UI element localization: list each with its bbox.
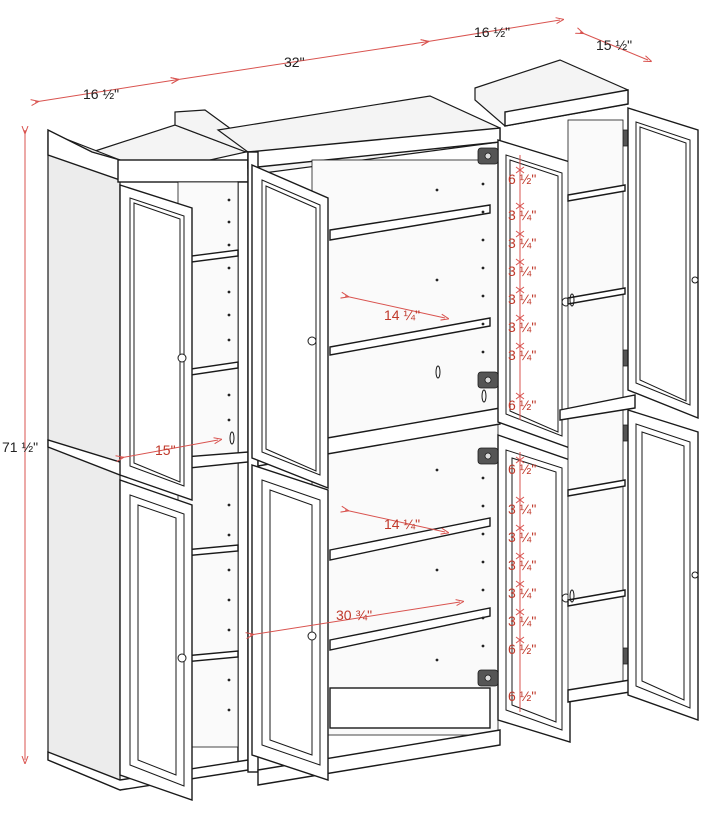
upper-spacing-tick xyxy=(515,314,525,322)
upper-spacing-tick xyxy=(515,230,525,238)
right-upper-glass-door xyxy=(627,107,699,420)
upper-spacing-label: 6 ½" xyxy=(508,171,536,187)
upper-spacing-label: 6 ½" xyxy=(508,397,536,413)
lower-spacing-tick xyxy=(515,580,525,588)
upper-spacing-tick xyxy=(515,202,525,210)
lower-spacing-markers: 6 ½" 3 ¼" 3 ¼" 3 ¼" 3 ¼" 3 ¼" 6 ½" 6 ½" xyxy=(508,452,536,712)
lower-spacing-tick xyxy=(515,524,525,532)
upper-spacing-tick xyxy=(515,342,525,350)
lower-spacing-label: 3 ¼" xyxy=(508,529,536,545)
lower-spacing-tick xyxy=(515,552,525,560)
upper-spacing-tick xyxy=(515,166,525,174)
left-lower-panel-door xyxy=(119,479,193,801)
top-width-center-label: 32" xyxy=(284,54,305,70)
lower-spacing-label: 3 ¼" xyxy=(508,585,536,601)
upper-spacing-label: 3 ¼" xyxy=(508,291,536,307)
lower-spacing-tick xyxy=(515,636,525,644)
upper-spacing-label: 3 ¼" xyxy=(508,263,536,279)
upper-spacing-label: 3 ¼" xyxy=(508,235,536,251)
center-right-glass-door xyxy=(497,139,571,449)
upper-spacing-tick xyxy=(515,392,525,400)
lower-spacing-tick xyxy=(515,456,525,464)
upper-spacing-label: 3 ¼" xyxy=(508,207,536,223)
top-depth-label: 15 ½" xyxy=(596,37,632,53)
lower-spacing-label: 6 ½" xyxy=(508,461,536,477)
lower-spacing-label: 3 ¼" xyxy=(508,501,536,517)
lower-spacing-tick xyxy=(515,608,525,616)
upper-spacing-markers: 6 ½" 3 ¼" 3 ¼" 3 ¼" 3 ¼" 3 ¼" 3 ¼" 6 ½" xyxy=(508,155,536,420)
center-upper-glass-door xyxy=(251,163,329,490)
upper-spacing-tick xyxy=(515,286,525,294)
lower-spacing-tick xyxy=(515,496,525,504)
center-right-panel-door xyxy=(497,434,571,743)
lower-spacing-label: 3 ¼" xyxy=(508,557,536,573)
center-shelf-depth-upper-label: 14 ¼" xyxy=(384,307,420,323)
right-cabinet xyxy=(474,59,636,703)
left-upper-glass-door xyxy=(119,184,193,501)
upper-spacing-label: 3 ¼" xyxy=(508,319,536,335)
top-dimension-lines xyxy=(25,20,648,760)
lower-spacing-label: 6 ½" xyxy=(508,688,536,704)
center-cabinet xyxy=(216,95,501,786)
lower-spacing-label: 3 ¼" xyxy=(508,613,536,629)
left-shelf-depth-label: 15" xyxy=(155,442,176,458)
overall-height-label: 71 ½" xyxy=(2,439,38,455)
top-width-right-label: 16 ½" xyxy=(474,24,510,40)
right-lower-panel-door xyxy=(627,409,699,721)
upper-spacing-label: 3 ¼" xyxy=(508,347,536,363)
top-width-left-label: 16 ½" xyxy=(83,86,119,102)
lower-spacing-label: 6 ½" xyxy=(508,641,536,657)
center-shelf-depth-lower-label: 14 ¼" xyxy=(384,516,420,532)
center-lower-panel-door xyxy=(251,464,329,781)
center-interior-width-label: 30 ¾" xyxy=(336,607,372,623)
upper-spacing-tick xyxy=(515,258,525,266)
